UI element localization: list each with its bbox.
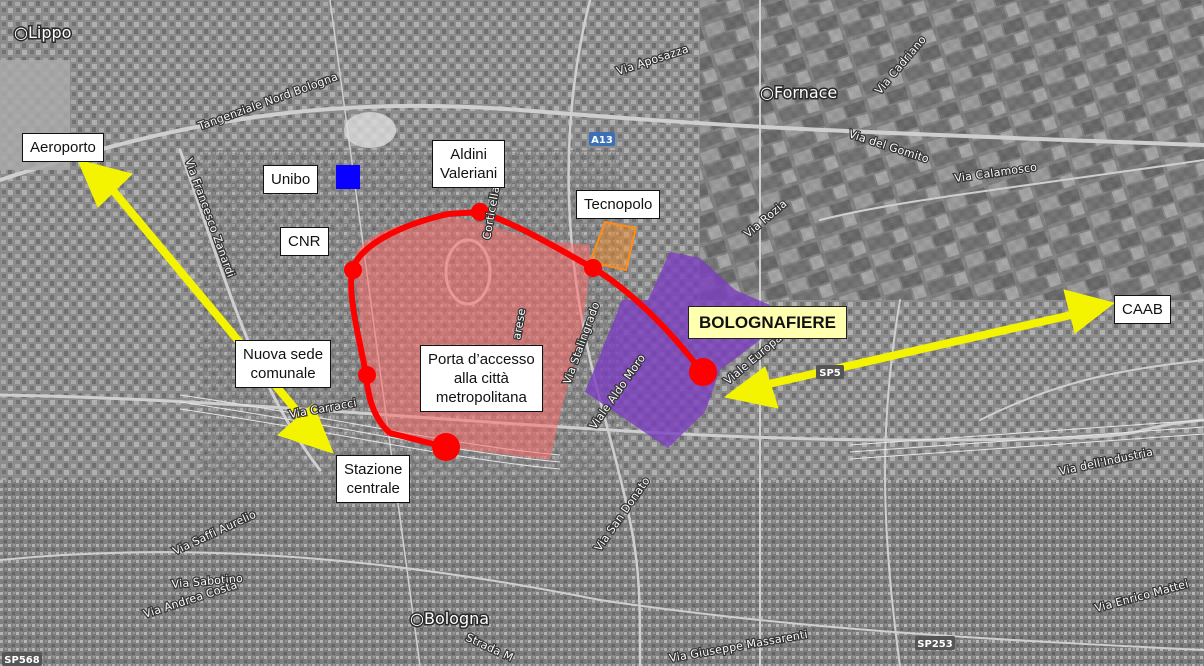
arrow-fiera-caab	[756, 309, 1084, 390]
stop-nuova-sede[interactable]	[358, 366, 376, 384]
arrow-head-aeroporto	[77, 159, 133, 208]
label-cnr[interactable]: CNR	[280, 227, 329, 256]
place-bologna: ○Bologna	[410, 609, 489, 628]
shield-sp568: SP568	[4, 655, 39, 666]
place-lippo: ○Lippo	[14, 23, 71, 42]
label-porta-accesso[interactable]: Porta d’accesso alla città metropolitana	[420, 345, 543, 412]
label-unibo[interactable]: Unibo	[263, 165, 319, 194]
tecnopolo-area	[588, 220, 638, 272]
city-center-area	[354, 217, 590, 460]
shield-a13-box	[589, 132, 615, 146]
stop-tecnopolo[interactable]	[584, 259, 602, 277]
arrow-head-fiera	[723, 366, 779, 409]
label-bolognafiere[interactable]: BOLOGNAFIERE	[688, 306, 847, 339]
label-nuova-sede[interactable]: Nuova sede comunale	[235, 340, 332, 388]
bolognafiere-area	[585, 252, 770, 448]
label-aldini-valeriani[interactable]: Aldini Valeriani	[432, 140, 506, 188]
shield-sp253: SP253	[917, 639, 952, 650]
unibo-marker	[336, 165, 360, 189]
shield-sp5-box	[816, 365, 844, 379]
place-fornace: ○Fornace	[760, 83, 837, 102]
railway-tracks	[179, 394, 1204, 470]
road-shields: A13 SP5 SP253 SP568	[2, 132, 955, 666]
arrow-head-caab	[1063, 289, 1116, 334]
label-aeroporto[interactable]: Aeroporto	[22, 133, 104, 162]
stop-cnr[interactable]	[344, 261, 362, 279]
stadium-unibo	[344, 112, 396, 148]
connection-arrows	[77, 159, 1116, 454]
shield-sp5: SP5	[819, 368, 841, 379]
stop-bolognafiere[interactable]	[689, 358, 717, 386]
arrow-aeroporto-stazione	[107, 184, 315, 432]
arrow-head-stazione	[277, 403, 334, 454]
label-stazione-centrale[interactable]: Stazione centrale	[336, 455, 411, 503]
shield-a13: A13	[591, 135, 613, 146]
shield-sp253-box	[915, 636, 955, 650]
label-caab[interactable]: CAAB	[1114, 295, 1171, 324]
stop-aldini-valeriani[interactable]	[471, 203, 489, 221]
label-tecnopolo[interactable]: Tecnopolo	[576, 190, 661, 219]
fields-texture-northeast	[700, 0, 1204, 300]
shield-sp568-box	[2, 652, 42, 666]
stop-stazione[interactable]	[432, 433, 460, 461]
